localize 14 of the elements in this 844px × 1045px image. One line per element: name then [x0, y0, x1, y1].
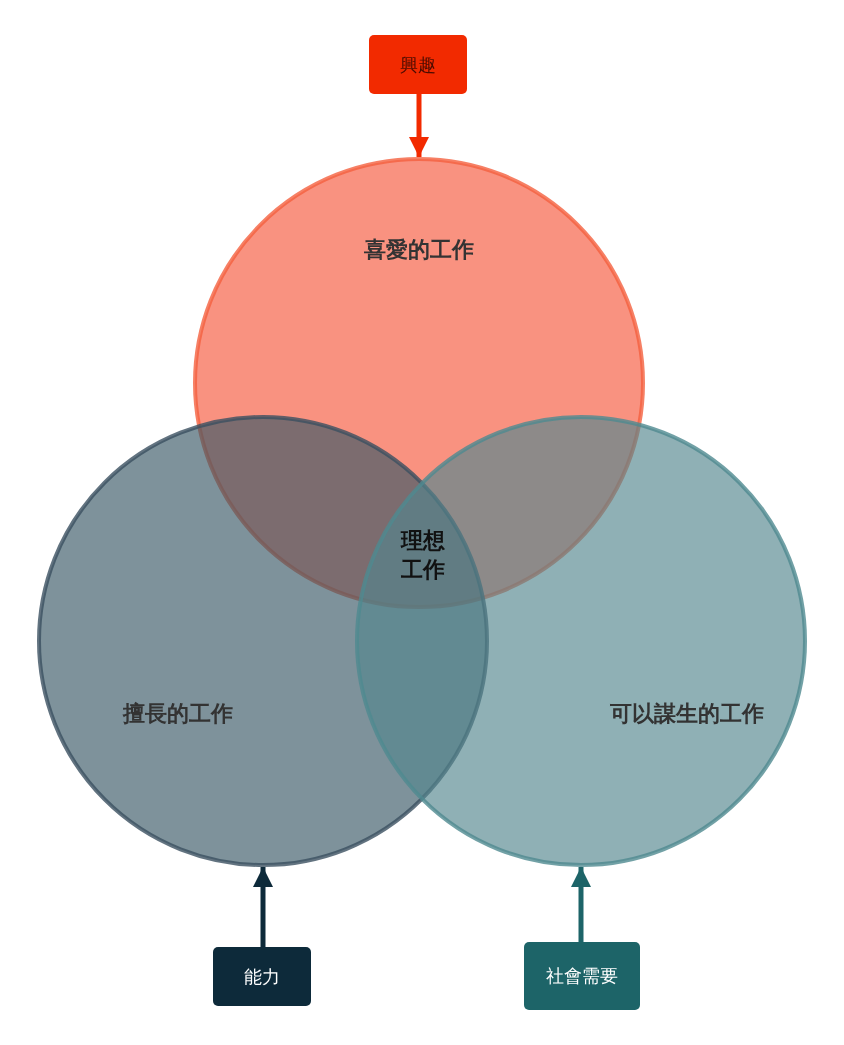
center-label: 理想工作: [401, 526, 445, 585]
box-text: 能力: [244, 964, 280, 989]
category-box: [213, 947, 311, 1006]
box-text: 興趣: [400, 52, 436, 77]
category-box: [369, 35, 467, 94]
circle-label: 擅長的工作: [123, 700, 233, 728]
arrow: [253, 867, 273, 947]
box-text: 社會需要: [546, 964, 618, 988]
circle-label: 喜愛的工作: [364, 236, 474, 264]
circle-label: 可以謀生的工作: [610, 700, 764, 728]
arrow: [571, 867, 591, 942]
arrow: [409, 94, 429, 157]
category-box: [524, 942, 640, 1010]
venn-circle: [355, 415, 807, 867]
